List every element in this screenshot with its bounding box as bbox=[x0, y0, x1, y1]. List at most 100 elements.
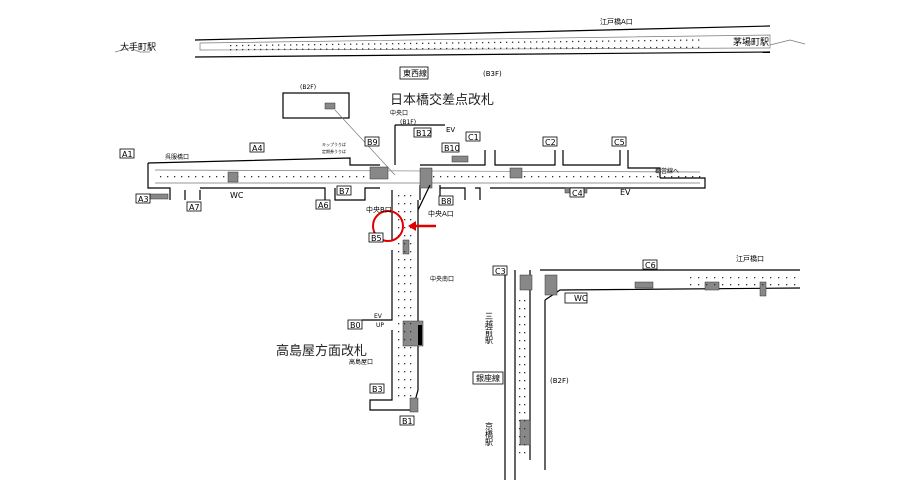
pillar bbox=[440, 176, 442, 178]
pillar bbox=[519, 316, 521, 318]
pillar bbox=[356, 48, 358, 50]
exit-label-a3: A3 bbox=[138, 195, 149, 204]
pillar bbox=[566, 176, 568, 178]
pillar bbox=[195, 176, 197, 178]
pillar bbox=[524, 444, 526, 446]
exit-box-b7[interactable] bbox=[336, 185, 352, 196]
pillar bbox=[398, 315, 400, 317]
pillar bbox=[686, 46, 688, 49]
pillar bbox=[519, 324, 521, 326]
pillar bbox=[328, 176, 330, 178]
pillar bbox=[519, 452, 521, 454]
exit-box-c6[interactable] bbox=[642, 259, 658, 270]
exit-box-c4[interactable] bbox=[569, 187, 585, 198]
exit-label-c4: C4 bbox=[572, 189, 583, 198]
exit-box-b1[interactable] bbox=[399, 415, 415, 426]
exit-label-b7: B7 bbox=[339, 187, 350, 196]
exit-box-b5[interactable] bbox=[368, 232, 384, 243]
pillar bbox=[566, 40, 568, 43]
pillar bbox=[242, 48, 244, 51]
exit-box-c2[interactable] bbox=[542, 136, 558, 147]
gofukubashi-exit-label: 呉服橋口 bbox=[165, 153, 189, 161]
pillar bbox=[626, 47, 628, 49]
exit-box-a4[interactable] bbox=[249, 142, 265, 153]
pillar bbox=[638, 46, 640, 49]
pillar bbox=[404, 379, 406, 381]
pillar bbox=[398, 307, 400, 309]
exit-box-a6[interactable] bbox=[315, 199, 331, 210]
pillar bbox=[786, 284, 788, 286]
ginza-wc-label: WC bbox=[574, 294, 588, 303]
pillar bbox=[356, 43, 358, 45]
pillar bbox=[587, 176, 589, 178]
pillar bbox=[386, 43, 388, 45]
pillar bbox=[404, 283, 406, 285]
pillar bbox=[398, 227, 400, 229]
pillar bbox=[404, 363, 406, 365]
pillar bbox=[181, 176, 183, 178]
exit-box-a3[interactable] bbox=[135, 193, 151, 204]
ginza-dots bbox=[519, 277, 796, 454]
exit-label-a1: A1 bbox=[122, 150, 133, 159]
pillar bbox=[308, 44, 310, 46]
pillar bbox=[730, 277, 732, 279]
pillar bbox=[524, 176, 526, 178]
pillar bbox=[410, 243, 412, 245]
exit-box-c5[interactable] bbox=[611, 136, 627, 147]
tozai-platform bbox=[114, 25, 806, 58]
exit-box-a1[interactable] bbox=[119, 148, 135, 159]
pillar bbox=[230, 45, 232, 47]
pillar bbox=[519, 404, 521, 406]
exit-box-b3[interactable] bbox=[369, 383, 385, 394]
pillar bbox=[248, 44, 250, 47]
pillar bbox=[416, 48, 418, 50]
pillar bbox=[188, 176, 190, 178]
pillar bbox=[410, 315, 412, 317]
pillar bbox=[380, 48, 382, 50]
pillar bbox=[404, 275, 406, 277]
pillar bbox=[524, 340, 526, 342]
ev-top-label: EV bbox=[446, 126, 455, 134]
exit-box-b8[interactable] bbox=[438, 195, 454, 206]
pillar bbox=[434, 42, 436, 44]
pillar bbox=[524, 412, 526, 414]
pillar bbox=[272, 44, 274, 46]
pillar bbox=[622, 176, 624, 178]
exit-box-c3[interactable] bbox=[492, 265, 508, 276]
pillar bbox=[404, 315, 406, 317]
pillar bbox=[284, 48, 286, 51]
tozai-floor-label: (B3F) bbox=[483, 70, 502, 78]
pillar bbox=[482, 47, 484, 50]
pillar bbox=[524, 332, 526, 334]
pillar bbox=[278, 48, 280, 51]
wc-label: WC bbox=[230, 191, 244, 200]
pillar bbox=[657, 176, 659, 178]
pillar bbox=[778, 284, 780, 286]
exit-box-c1[interactable] bbox=[465, 131, 481, 142]
pillar bbox=[167, 176, 169, 178]
pillar bbox=[362, 43, 364, 45]
pillar bbox=[674, 39, 676, 41]
pillar bbox=[338, 43, 340, 46]
pillar bbox=[629, 176, 631, 178]
pillar bbox=[307, 176, 309, 178]
pillar bbox=[398, 259, 400, 261]
pillar bbox=[160, 176, 162, 178]
pillar bbox=[512, 47, 514, 49]
pillar bbox=[794, 284, 796, 286]
pillar bbox=[644, 46, 646, 49]
pillar bbox=[404, 291, 406, 293]
pillar bbox=[476, 47, 478, 50]
exit-box-a7[interactable] bbox=[186, 201, 202, 212]
pillar bbox=[524, 348, 526, 350]
exit-box-b9[interactable] bbox=[364, 136, 380, 147]
pillar bbox=[626, 40, 628, 42]
exit-box-b0[interactable] bbox=[347, 319, 363, 330]
pillar bbox=[410, 283, 412, 285]
b2f-mezzanine bbox=[282, 92, 396, 176]
pillar bbox=[519, 428, 521, 430]
exit-box-b10[interactable] bbox=[441, 142, 460, 153]
pillar bbox=[650, 46, 652, 49]
exit-box-b12[interactable] bbox=[413, 127, 432, 138]
pillar bbox=[410, 259, 412, 261]
